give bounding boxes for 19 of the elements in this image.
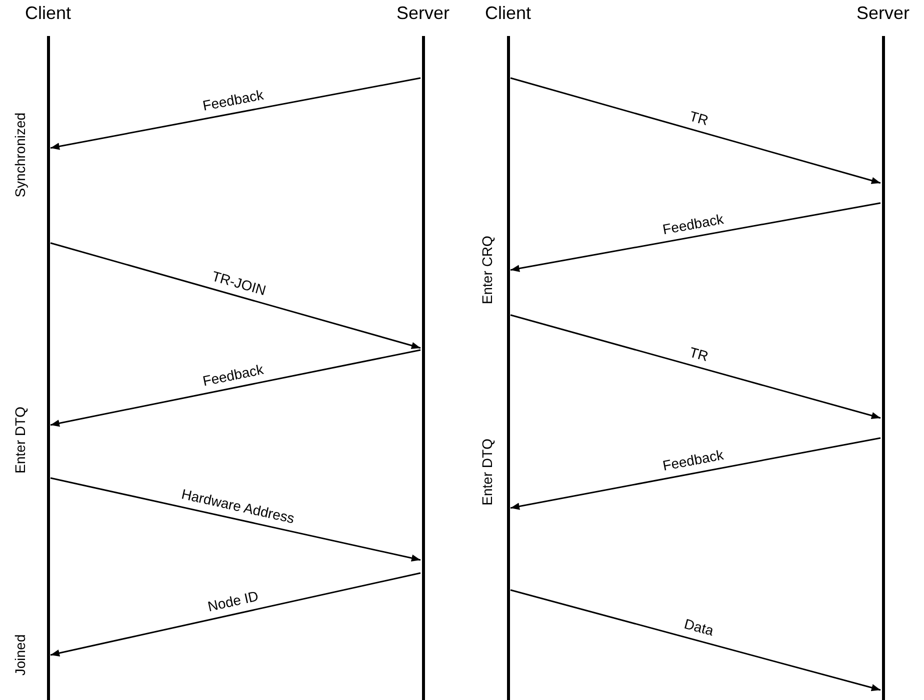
state-label: Enter DTQ: [479, 438, 495, 506]
message-arrow: [510, 314, 881, 420]
state-label: Synchronized: [12, 112, 28, 198]
lifeline-header: Client: [24, 2, 72, 24]
message-arrow: [50, 77, 421, 150]
message-arrow: [510, 589, 881, 692]
message-arrow: [50, 477, 421, 562]
lifeline-header: Server: [395, 2, 450, 24]
message-arrow: [510, 437, 881, 510]
lifeline-header: Client: [484, 2, 532, 24]
lifeline-header: Server: [855, 2, 910, 24]
message-arrow: [510, 202, 881, 272]
message-arrow: [50, 242, 421, 349]
state-label: Enter CRQ: [479, 236, 495, 304]
state-label: Enter DTQ: [12, 406, 28, 474]
message-arrow: [50, 349, 421, 427]
message-arrow: [50, 572, 421, 657]
state-label: Joined: [12, 634, 28, 676]
message-arrow: [510, 77, 881, 184]
